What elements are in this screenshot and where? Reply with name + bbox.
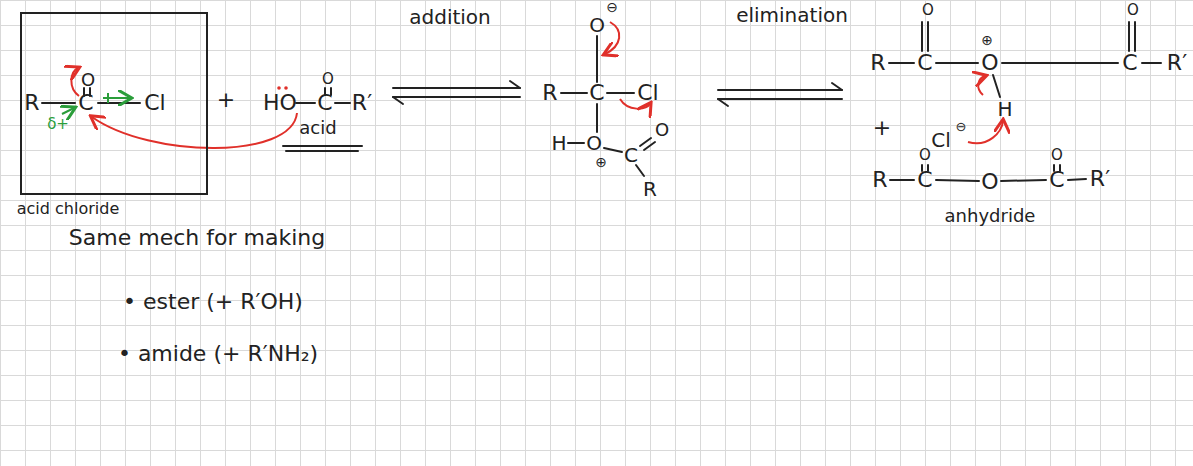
note-label: • ester (+ R′OH) <box>123 290 303 314</box>
note-label: acid <box>299 118 336 138</box>
note-label: C <box>317 91 332 115</box>
note-label: + <box>217 88 235 112</box>
atom-label: O <box>81 70 95 90</box>
note-label: C <box>1049 168 1064 192</box>
note-label: R′ <box>1090 167 1110 191</box>
note-label: R <box>872 168 887 192</box>
note-label: Cl <box>637 81 658 105</box>
note-label: R′ <box>1167 51 1187 75</box>
note-label: R <box>643 178 657 200</box>
atom-label: Cl <box>144 91 165 115</box>
note-label: ⊖ <box>606 0 618 15</box>
note-label: C <box>1122 51 1137 75</box>
note-label: elimination <box>736 4 848 26</box>
note-label: + <box>873 116 891 140</box>
note-label: O <box>1051 147 1063 164</box>
note-label: O <box>981 170 998 194</box>
structure-box: O R C Cl δ+ <box>20 12 208 195</box>
note-label: HO <box>263 91 297 115</box>
note-label: O <box>655 120 669 140</box>
note-label: O <box>919 147 931 164</box>
note-label: ⊖ <box>956 120 967 134</box>
note-label: O <box>981 51 998 75</box>
note-label: anhydride <box>945 206 1036 226</box>
atom-label: R <box>24 91 39 115</box>
note-label: R <box>542 81 557 105</box>
note-label: acid chloride <box>17 200 119 218</box>
note-label: H <box>997 98 1012 120</box>
note-label: Cl <box>931 129 951 151</box>
atom-label: δ+ <box>47 116 69 133</box>
note-label: O <box>589 14 605 36</box>
note-label: C <box>917 51 932 75</box>
note-label: H <box>551 132 566 154</box>
note-label: O <box>1127 2 1139 19</box>
note-label: Same mech for making <box>69 226 325 250</box>
note-label: R′ <box>352 91 372 115</box>
note-label: O <box>586 132 602 154</box>
note-label: R <box>870 51 885 75</box>
note-label: C <box>589 81 604 105</box>
note-label: • amide (+ R′NH₂) <box>118 342 318 366</box>
note-label: O <box>922 2 934 19</box>
note-label: C <box>624 144 638 166</box>
note-label: C <box>917 168 932 192</box>
note-label: O <box>322 71 334 88</box>
note-label: addition <box>409 6 491 28</box>
atom-label: C <box>78 91 93 115</box>
note-label: ⊕ <box>595 155 607 170</box>
note-label: ⊕ <box>981 33 993 48</box>
